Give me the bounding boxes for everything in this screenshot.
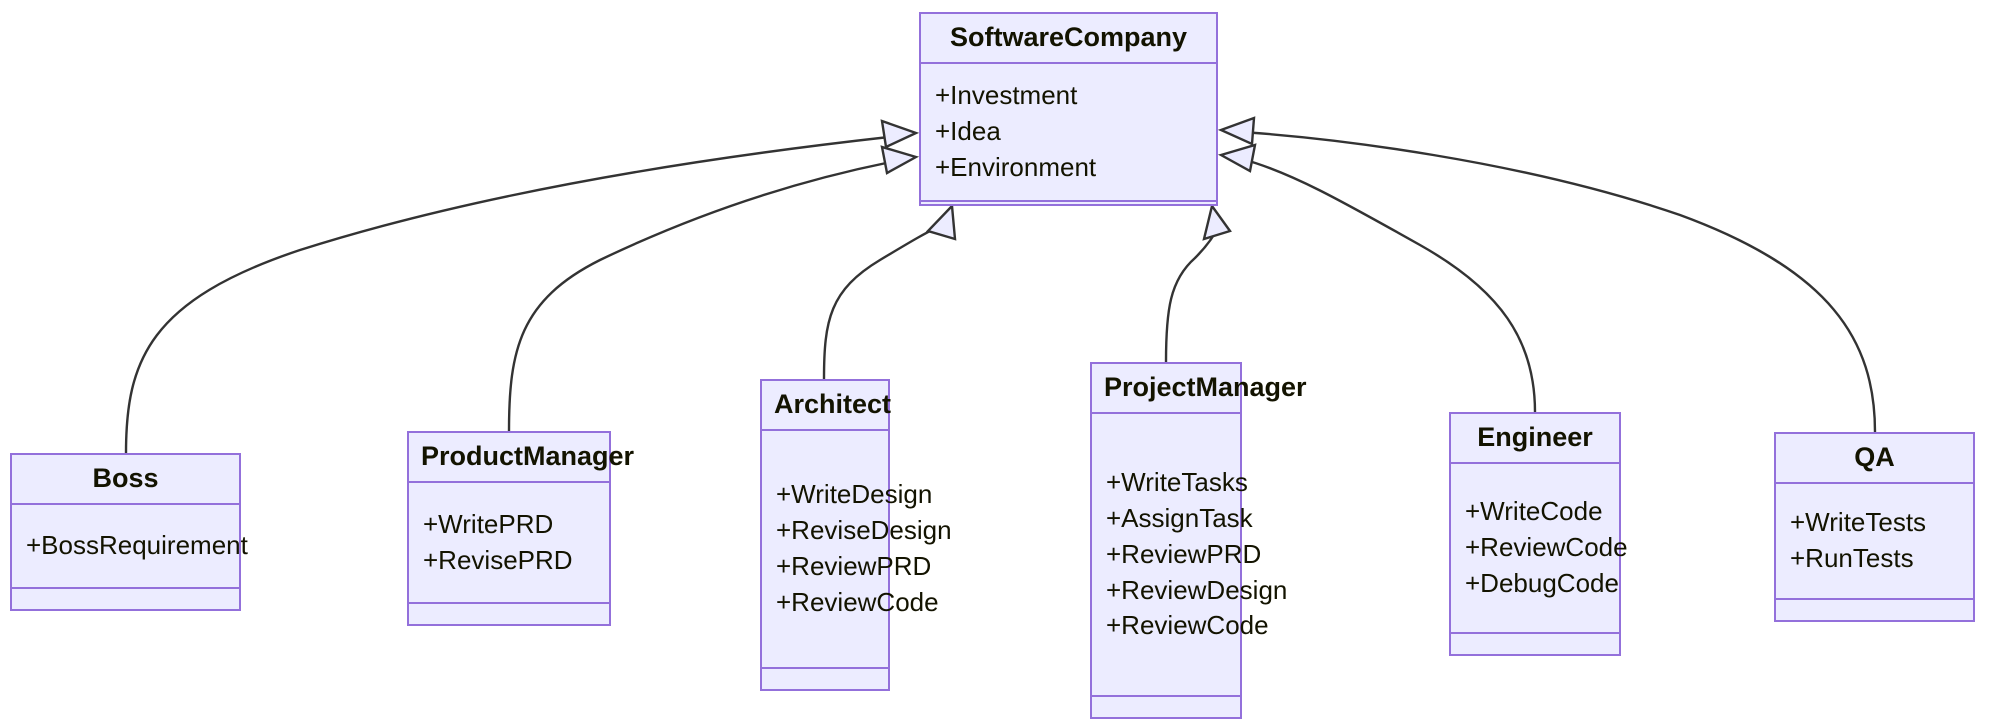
- attribute-row: +Idea: [935, 116, 1001, 147]
- attribute-row: +ReviewCode: [1465, 532, 1628, 563]
- attribute-row: +Investment: [935, 80, 1078, 111]
- class-title-productmanager: ProductManager: [421, 441, 635, 471]
- class-methods-architect: [762, 667, 888, 689]
- attribute-row: +WritePRD: [423, 508, 554, 539]
- arrowhead-engineer: [1217, 143, 1257, 173]
- attribute-row: +RevisePRD: [423, 544, 573, 575]
- class-title-engineer: Engineer: [1477, 422, 1593, 452]
- class-title-qa: QA: [1854, 442, 1895, 472]
- class-attributes-boss: +BossRequirement: [12, 503, 248, 587]
- class-attributes-softwarecompany: +Investment +Idea +Environment: [921, 62, 1216, 200]
- class-title-boss: Boss: [92, 463, 159, 493]
- class-title-softwarecompany: SoftwareCompany: [949, 22, 1188, 52]
- class-node-softwarecompany[interactable]: SoftwareCompany +Investment +Idea +Envir…: [919, 12, 1218, 206]
- class-methods-engineer: [1451, 632, 1619, 654]
- class-node-productmanager[interactable]: ProductManager +WritePRD +RevisePRD: [407, 431, 635, 626]
- class-attributes-engineer: +WriteCode +ReviewCode +DebugCode: [1451, 462, 1628, 632]
- attribute-row: +WriteCode: [1465, 496, 1603, 527]
- class-methods-softwarecompany: [921, 199, 1216, 204]
- attribute-row: +ReviewPRD: [776, 551, 932, 582]
- class-methods-qa: [1776, 598, 1973, 620]
- attribute-row: +ReviewPRD: [1106, 538, 1262, 569]
- attribute-row: +Environment: [935, 152, 1097, 183]
- class-attributes-architect: +WriteDesign +ReviseDesign +ReviewPRD +R…: [762, 429, 952, 667]
- class-attributes-qa: +WriteTests +RunTests: [1776, 482, 1973, 598]
- class-attributes-productmanager: +WritePRD +RevisePRD: [409, 481, 609, 602]
- class-title-architect: Architect: [774, 389, 892, 419]
- arrowhead-projectmanager: [1202, 203, 1232, 241]
- attribute-row: +ReviewDesign: [1106, 574, 1288, 605]
- class-node-boss[interactable]: Boss +BossRequirement: [10, 453, 248, 611]
- class-methods-productmanager: [409, 602, 609, 624]
- arrowhead-productmanager: [880, 145, 920, 175]
- attribute-row: +WriteTests: [1790, 507, 1927, 538]
- edge-qa-to-softwarecompany: [1241, 130, 1877, 433]
- attribute-row: +DebugCode: [1465, 568, 1619, 599]
- class-node-qa[interactable]: QA +WriteTests +RunTests: [1774, 432, 1975, 622]
- class-methods-projectmanager: [1092, 695, 1240, 717]
- edge-architect-to-softwarecompany: [822, 222, 946, 380]
- edge-projectmanager-to-softwarecompany: [1164, 225, 1221, 363]
- class-title-projectmanager: ProjectManager: [1104, 372, 1307, 402]
- attribute-row: +ReviewCode: [1106, 610, 1269, 641]
- class-node-engineer[interactable]: Engineer +WriteCode +ReviewCode +DebugCo…: [1449, 412, 1628, 656]
- attribute-row: +RunTests: [1790, 543, 1914, 574]
- arrowhead-architect: [925, 203, 957, 241]
- class-methods-boss: [12, 587, 239, 609]
- class-node-projectmanager[interactable]: ProjectManager +WriteTasks +AssignTask +…: [1090, 362, 1307, 719]
- attribute-row: +AssignTask: [1106, 502, 1253, 533]
- arrowhead-boss: [880, 119, 920, 149]
- attribute-row: +WriteDesign: [776, 479, 933, 510]
- attribute-row: +BossRequirement: [26, 530, 248, 561]
- class-node-architect[interactable]: Architect +WriteDesign +ReviseDesign +Re…: [760, 379, 952, 691]
- arrowhead-qa: [1217, 116, 1256, 146]
- attribute-row: +ReviseDesign: [776, 515, 952, 546]
- attribute-row: +WriteTasks: [1106, 466, 1248, 497]
- attribute-row: +ReviewCode: [776, 587, 939, 618]
- class-attributes-projectmanager: +WriteTasks +AssignTask +ReviewPRD +Revi…: [1092, 412, 1288, 695]
